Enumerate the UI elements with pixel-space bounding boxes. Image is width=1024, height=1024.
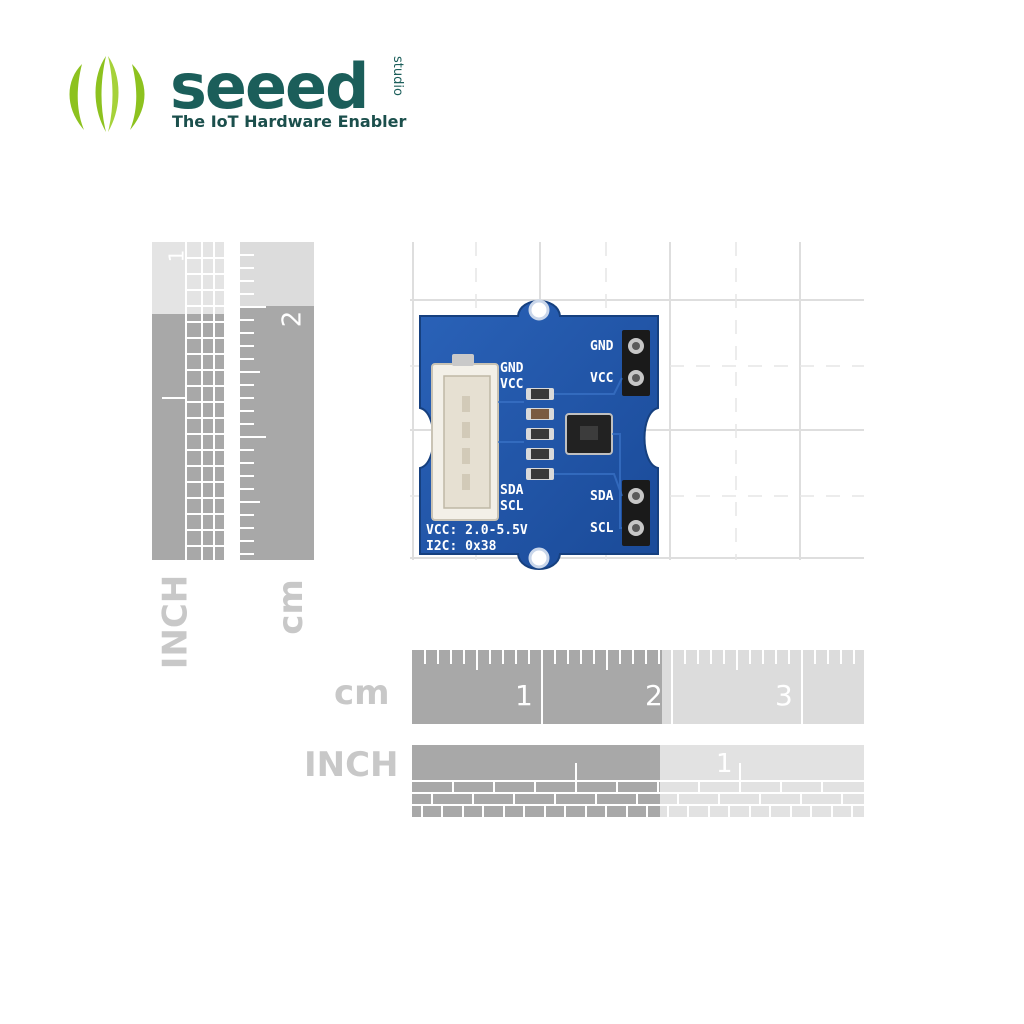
board-label-vcc-right: VCC (590, 371, 614, 386)
ruler-horizontal-cm: 1 2 3 (412, 650, 864, 724)
ruler-vertical-cm-label: cm (270, 579, 311, 635)
leaf-icon (69, 56, 145, 132)
ruler-vertical-cm-number-2: 2 (277, 310, 308, 328)
ruler-vertical-inch-ticks (162, 242, 224, 560)
ruler-horizontal-cm-label: cm (334, 673, 390, 713)
ruler-vertical-cm-ticks (240, 254, 266, 555)
ruler-vertical-inch-label: INCH (155, 574, 196, 670)
ruler-vertical-inch-light-section (152, 242, 224, 314)
ruler-horizontal-cm-ticks (424, 650, 855, 724)
ruler-vertical-inch-number-1: 1 (164, 249, 189, 263)
board-label-scl-right: SCL (590, 521, 614, 536)
brand-name: seeed (170, 50, 369, 123)
ruler-horizontal-inch-ticks (412, 763, 864, 817)
brand-sub: studio (390, 56, 405, 96)
brand-tagline: The IoT Hardware Enabler (172, 112, 407, 131)
ruler-horizontal-cm-number-2: 2 (645, 679, 663, 712)
board-label-sda-left: SDA (500, 483, 524, 498)
ruler-horizontal-inch-label: INCH (304, 745, 399, 785)
board-label-i2c-address: I2C: 0x38 (426, 539, 497, 554)
ruler-horizontal-cm-number-1: 1 (515, 679, 533, 712)
board-label-gnd-left: GND (500, 361, 524, 376)
ruler-vertical-cm: 2 (240, 242, 314, 560)
board-label-vcc-left: VCC (500, 377, 524, 392)
board-label-scl-left: SCL (500, 499, 524, 514)
ruler-horizontal-inch: 1 (412, 745, 864, 817)
sensor-board: GND VCC SDA SCL GND VCC SDA SCL VCC: 2.0… (414, 292, 664, 582)
board-pcb (419, 299, 659, 570)
board-label-vcc-range: VCC: 2.0-5.5V (426, 523, 528, 538)
ruler-vertical-inch: 1 (152, 242, 224, 560)
ruler-vertical-cm-light-section (240, 242, 314, 306)
board-label-sda-right: SDA (590, 489, 614, 504)
seeed-logo: seeed studio The IoT Hardware Enabler (60, 52, 420, 142)
ruler-horizontal-cm-number-3: 3 (775, 679, 793, 712)
board-label-gnd-right: GND (590, 339, 614, 354)
ruler-horizontal-inch-number-1: 1 (716, 749, 733, 779)
